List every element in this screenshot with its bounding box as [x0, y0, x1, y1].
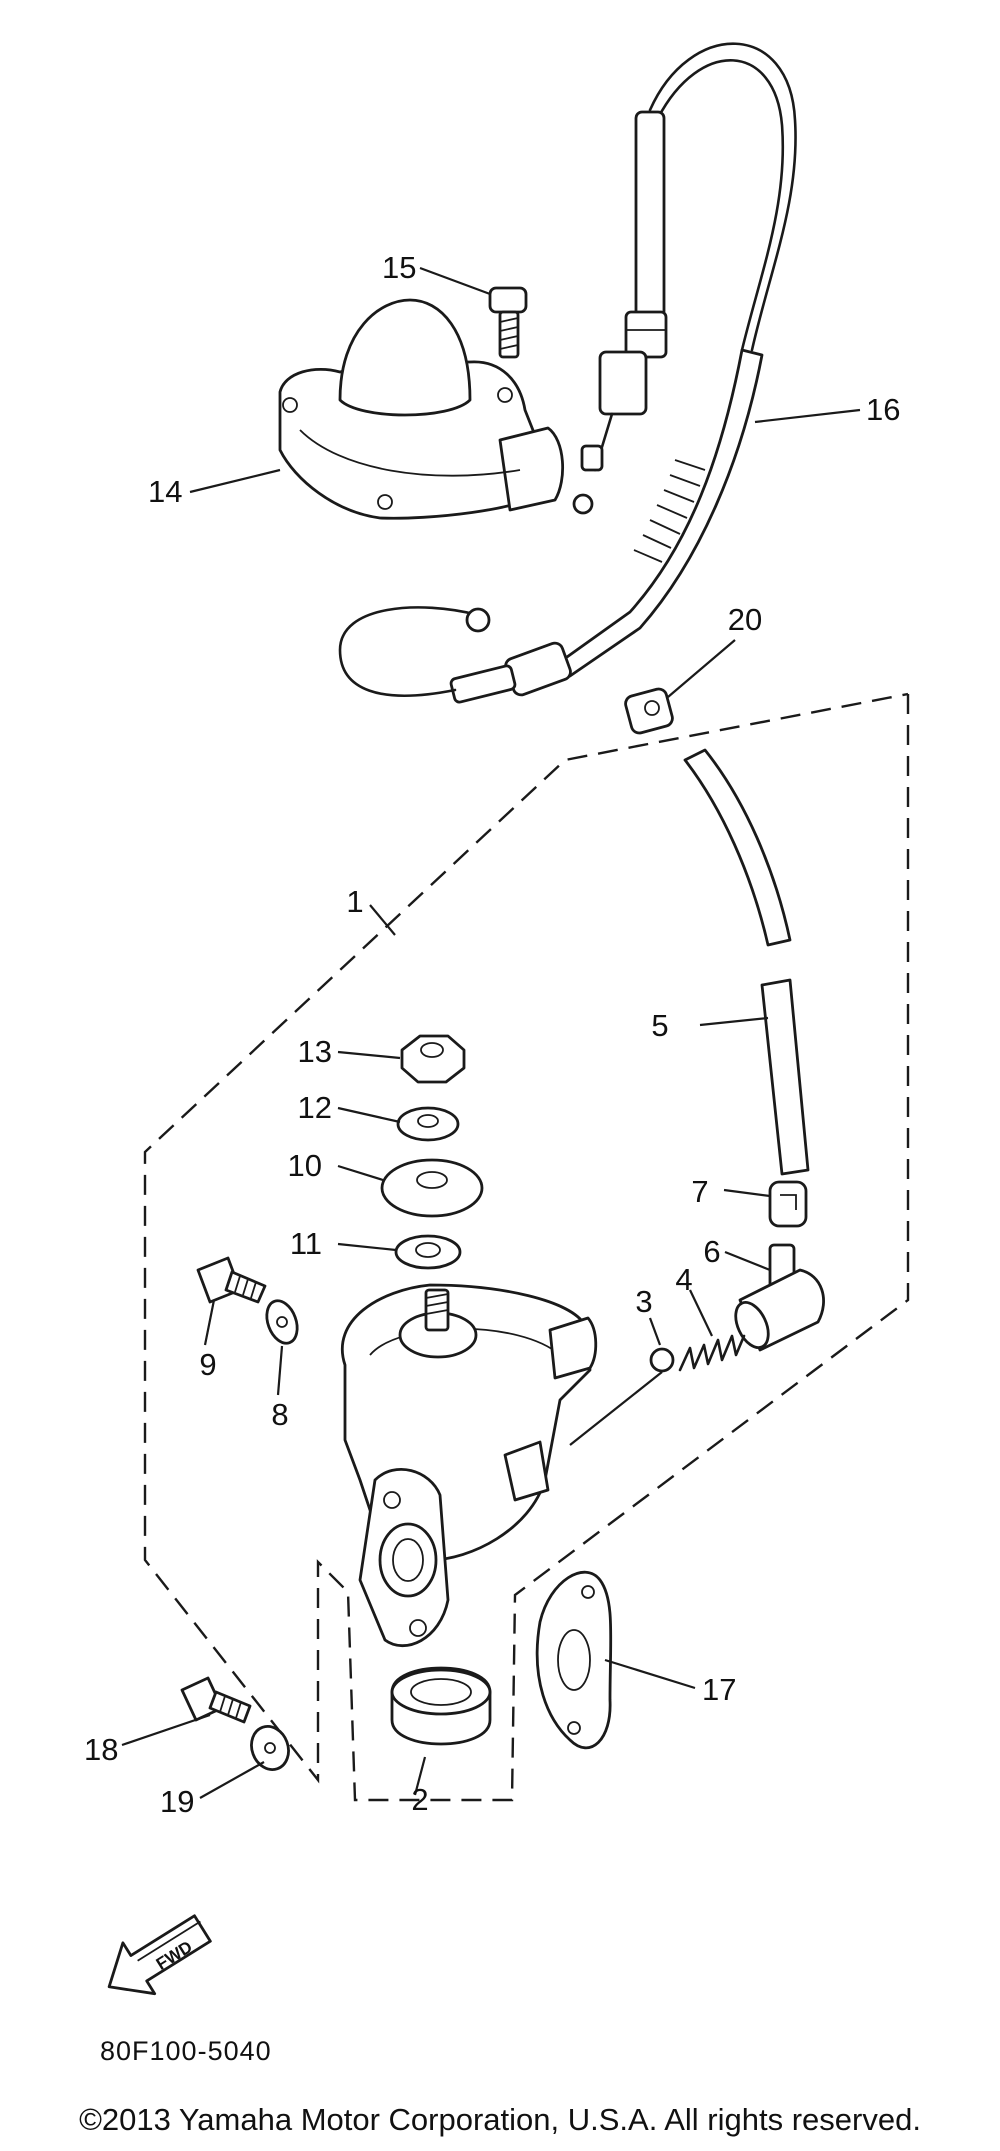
callout-19: 19: [160, 1784, 194, 1819]
callout-8: 8: [271, 1397, 288, 1432]
hose-part-5: [683, 748, 810, 1176]
callout-13: 13: [298, 1034, 332, 1069]
copyright-text: ©2013 Yamaha Motor Corporation, U.S.A. A…: [79, 2102, 921, 2137]
callout-20: 20: [728, 602, 762, 637]
ball-part-3: [649, 1347, 675, 1373]
washer-part-12: [396, 1106, 460, 1142]
callout-9: 9: [199, 1347, 216, 1382]
callout-5: 5: [651, 1008, 668, 1043]
washer-part-8: [265, 1299, 299, 1345]
callout-12: 12: [298, 1090, 332, 1125]
assembly-boundary-outline: [143, 692, 910, 1802]
callout-11: 11: [290, 1226, 322, 1261]
seal-part-2: [390, 1666, 492, 1746]
callout-7: 7: [691, 1174, 708, 1209]
callout-17: 17: [702, 1672, 736, 1707]
spring-part-4: [678, 1334, 746, 1372]
diagram-code: 80F100-5040: [100, 2036, 272, 2066]
screw-part-15: [488, 286, 528, 359]
fuel-pump-body-part-1: [341, 1283, 598, 1648]
washer-part-11: [394, 1234, 462, 1270]
callout-16: 16: [866, 392, 900, 427]
nut-part-13: [400, 1034, 466, 1084]
washer-part-19: [250, 1725, 290, 1771]
cover-part-14: [278, 298, 565, 520]
callout-18: 18: [84, 1732, 118, 1767]
clip-part-7: [768, 1180, 808, 1228]
fwd-arrow-icon: [107, 1914, 212, 1996]
callout-3: 3: [635, 1284, 652, 1319]
gasket-part-17: [535, 1570, 613, 1750]
fitting-part-20: [624, 687, 674, 735]
callout-1: 1: [346, 884, 363, 919]
bolt-part-18: [180, 1676, 252, 1724]
callout-2: 2: [411, 1782, 428, 1817]
control-cable-part-16: [338, 42, 797, 704]
bolt-part-9: [196, 1256, 267, 1304]
callout-6: 6: [703, 1234, 720, 1269]
callout-10: 10: [288, 1148, 322, 1183]
callout-14: 14: [148, 474, 182, 509]
callout-15: 15: [382, 250, 416, 285]
diaphragm-part-10: [380, 1158, 484, 1218]
callout-leader-lines: [121, 266, 861, 1799]
callout-4: 4: [675, 1262, 692, 1297]
